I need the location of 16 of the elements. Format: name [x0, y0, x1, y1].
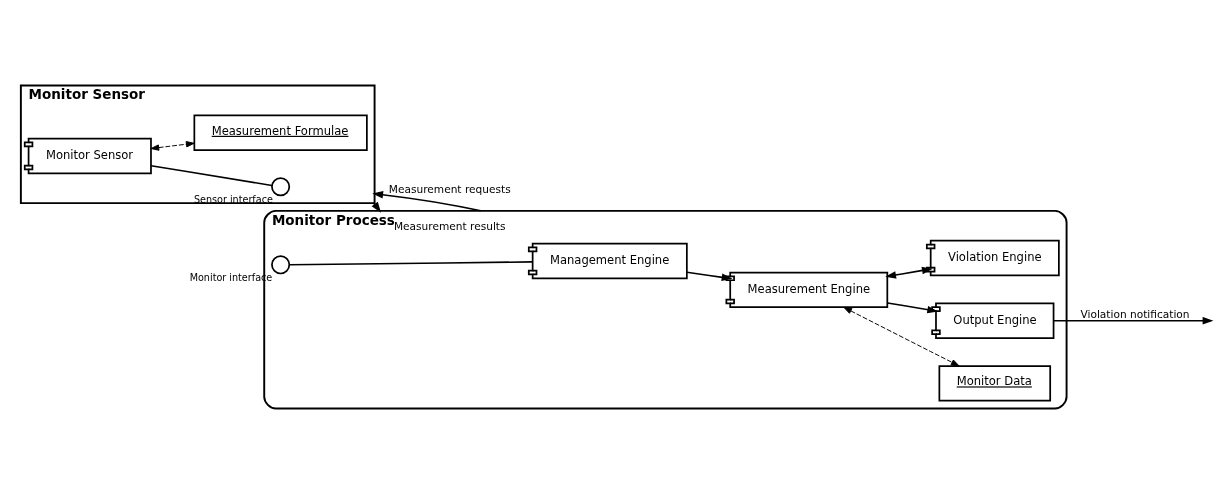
arrow: [1053, 316, 1214, 324]
node-circle: [271, 176, 291, 196]
node-label: Sensor interface: [193, 193, 273, 205]
node-box: Monitor Data: [938, 364, 1052, 402]
connector: [288, 260, 534, 265]
arrow: [843, 306, 960, 366]
edge-label: Measurement results: [393, 219, 506, 232]
arrow: [886, 301, 939, 313]
arrow: [150, 140, 195, 151]
arrow: [885, 266, 933, 279]
edge-label: Measurement requests: [388, 182, 511, 195]
arrow: [686, 270, 733, 281]
connector: [150, 164, 273, 186]
node-circle: [271, 254, 291, 274]
edge-label: Violation notification: [1080, 307, 1190, 320]
node-box: Measurement Formulae: [193, 114, 368, 151]
